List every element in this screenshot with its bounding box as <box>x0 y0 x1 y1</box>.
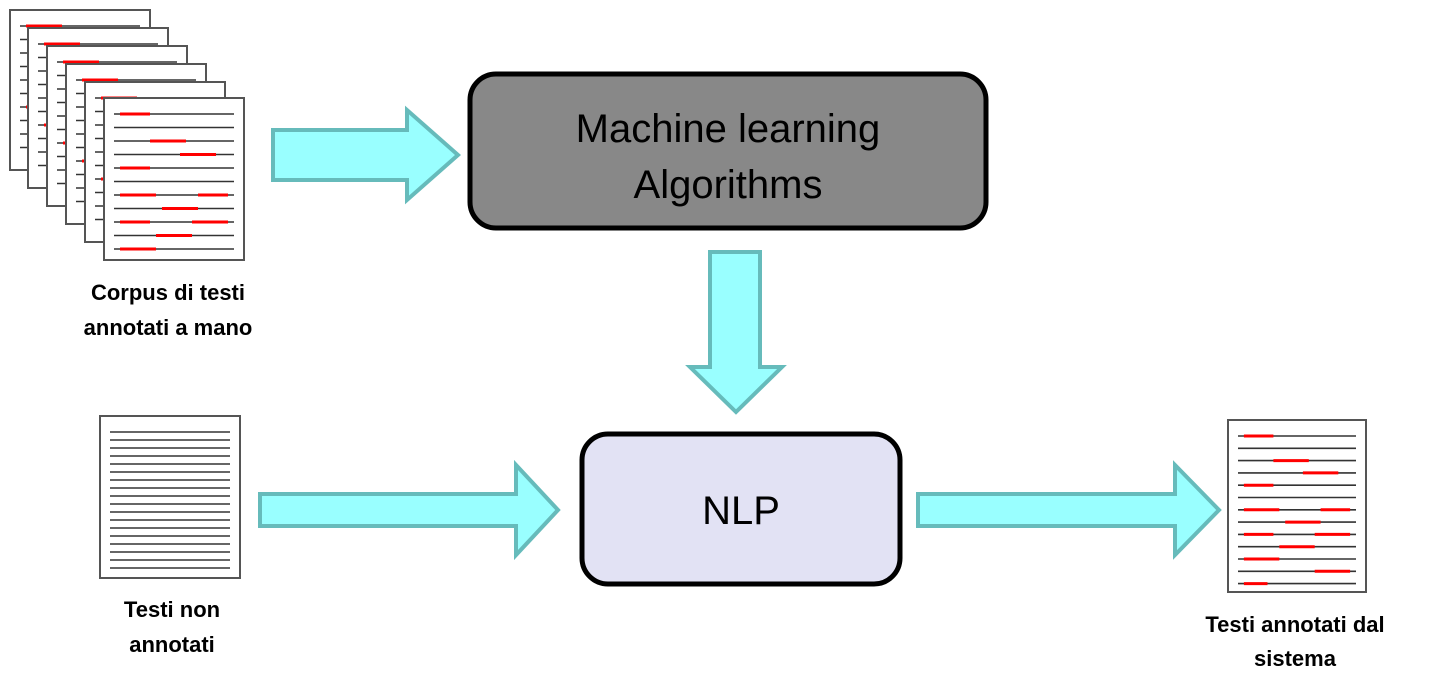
document-page <box>99 415 241 579</box>
output-caption-line2: sistema <box>1254 646 1337 671</box>
nlp-box-label: NLP <box>702 489 780 533</box>
unannotated-document-icon <box>99 415 241 579</box>
ml-algorithms-box: Machine learning Algorithms <box>467 71 989 231</box>
document-page <box>103 97 245 261</box>
arrow-ml-to-nlp <box>685 250 787 415</box>
output-caption-line1: Testi annotati dal <box>1205 612 1384 637</box>
annotated-corpus-stack-icon <box>9 9 245 261</box>
arrow-unannotated-to-nlp <box>258 459 561 561</box>
arrow-nlp-to-output <box>916 460 1222 560</box>
system-annotated-document-icon <box>1227 419 1367 593</box>
ml-box-label-line2: Algorithms <box>634 163 823 207</box>
corpus-caption-line2: annotati a mano <box>84 315 253 340</box>
arrow-corpus-to-ml <box>271 105 462 205</box>
unannotated-caption-line1: Testi non <box>124 597 220 622</box>
unannotated-caption-line2: annotati <box>129 632 215 657</box>
document-page <box>1227 419 1367 593</box>
ml-box-label-line1: Machine learning <box>576 107 881 151</box>
corpus-caption-line1: Corpus di testi <box>91 280 245 305</box>
nlp-box: NLP <box>579 431 903 587</box>
